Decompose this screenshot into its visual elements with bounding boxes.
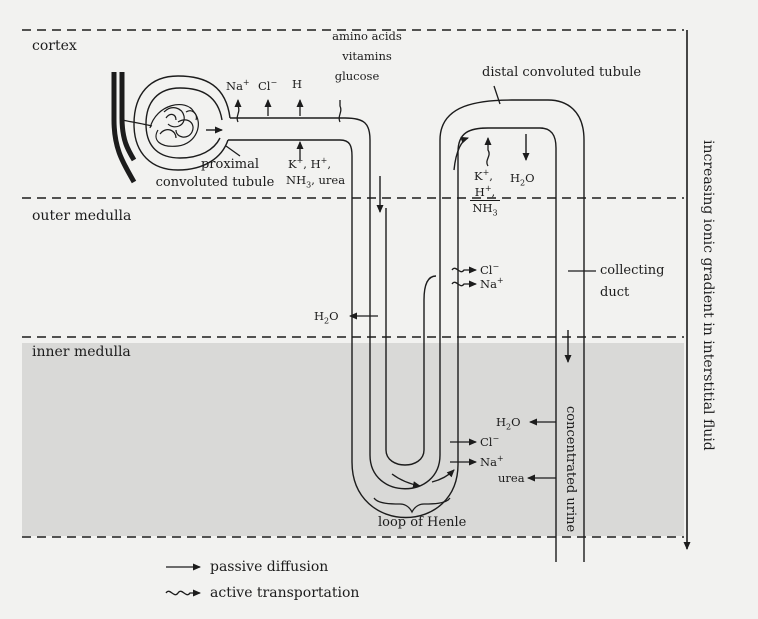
distal-label: distal convoluted tubule xyxy=(482,65,642,80)
cl-label: Cl− xyxy=(258,78,278,93)
cl-outer-label: Cl− xyxy=(480,262,500,277)
active-arrow-cl-outer xyxy=(451,266,477,274)
active-arrow-distal xyxy=(484,137,492,167)
tubule-outer-wall xyxy=(230,99,585,562)
h-label: H xyxy=(292,77,303,91)
flow-arrow-loop-bottom xyxy=(391,473,421,489)
pointer-proximal xyxy=(225,145,241,157)
loop-of-henle-label: loop of Henle xyxy=(378,515,467,530)
collecting-label-line2: duct xyxy=(600,285,630,300)
distal-k-label: K+, xyxy=(474,168,493,183)
bowmans-capsule xyxy=(133,75,231,171)
flow-arrow-loop-bottom-2 xyxy=(431,469,455,483)
legend-active-arrow xyxy=(165,589,201,597)
urea-inner-label: urea xyxy=(498,471,525,485)
proximal-label-line2: convoluted tubule xyxy=(155,175,275,190)
legend-active-label: active transportation xyxy=(210,585,360,601)
secreted-ions-label: K+, H+, xyxy=(288,156,331,171)
active-arrow-glucose xyxy=(338,100,342,123)
na-inner-label: Na+ xyxy=(480,454,504,469)
glucose-label: glucose xyxy=(334,69,380,83)
cortex-label: cortex xyxy=(32,38,77,54)
proximal-label-line1: proximal xyxy=(200,157,260,172)
na-outer-label: Na+ xyxy=(480,276,504,291)
flow-arrow-ascending xyxy=(453,136,469,171)
vitamins-label: vitamins xyxy=(342,49,392,63)
arteriole xyxy=(111,72,137,184)
concentrated-urine-label: concentrated urine xyxy=(563,406,578,533)
outer-medulla-label: outer medulla xyxy=(32,208,132,224)
secreted-nh3-urea-label: NH3, urea xyxy=(286,173,346,190)
active-arrow-na xyxy=(234,99,242,123)
glomerulus xyxy=(121,103,199,147)
distal-water-label: H2O xyxy=(510,171,535,188)
pointer-distal xyxy=(493,85,501,105)
collecting-label-line1: collecting xyxy=(600,263,665,278)
inner-medulla-label: inner medulla xyxy=(32,344,131,360)
active-arrow-na-outer xyxy=(451,280,477,288)
na-label: Na+ xyxy=(226,78,250,93)
amino-acids-label: amino acids xyxy=(332,29,402,43)
gradient-label: increasing ionic gradient in interstitia… xyxy=(700,140,716,451)
loop-brace xyxy=(373,497,451,514)
legend-passive-label: passive diffusion xyxy=(210,559,329,575)
tubule-inner-wall xyxy=(228,127,557,562)
distal-h-nh3-label: H+, NH3 xyxy=(470,185,500,217)
water-desc-label: H2O xyxy=(314,309,339,326)
water-collect-label: H2O xyxy=(496,415,521,432)
cl-inner-label: Cl− xyxy=(480,434,500,449)
inner-medulla-shading xyxy=(22,343,684,536)
